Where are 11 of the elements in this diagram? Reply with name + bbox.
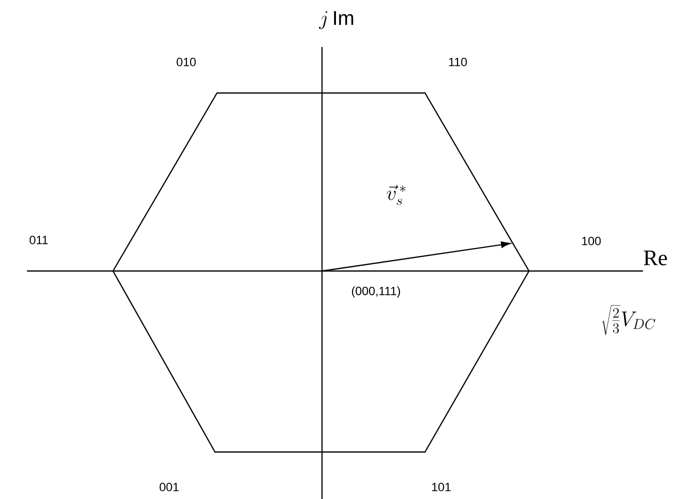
- axis-label: Re: [644, 250, 667, 266]
- origin-label: (000,111): [352, 286, 400, 298]
- magnitude-label: $\sqrt{\frac{2}{3}}V_{DC}$: [602, 305, 656, 336]
- vertex-label: 001: [160, 482, 179, 492]
- vector-label: $\vec{v}_{s}^{\,*}$: [386, 185, 406, 206]
- vertex-label: 101: [432, 482, 451, 492]
- axis-label: $j\,\mathrm{Im}$: [318, 11, 354, 30]
- vertex-label: 110: [449, 58, 467, 66]
- vertex-label: 011: [30, 236, 48, 244]
- vertex-label: 010: [176, 58, 196, 66]
- vertex-label: 100: [582, 236, 601, 246]
